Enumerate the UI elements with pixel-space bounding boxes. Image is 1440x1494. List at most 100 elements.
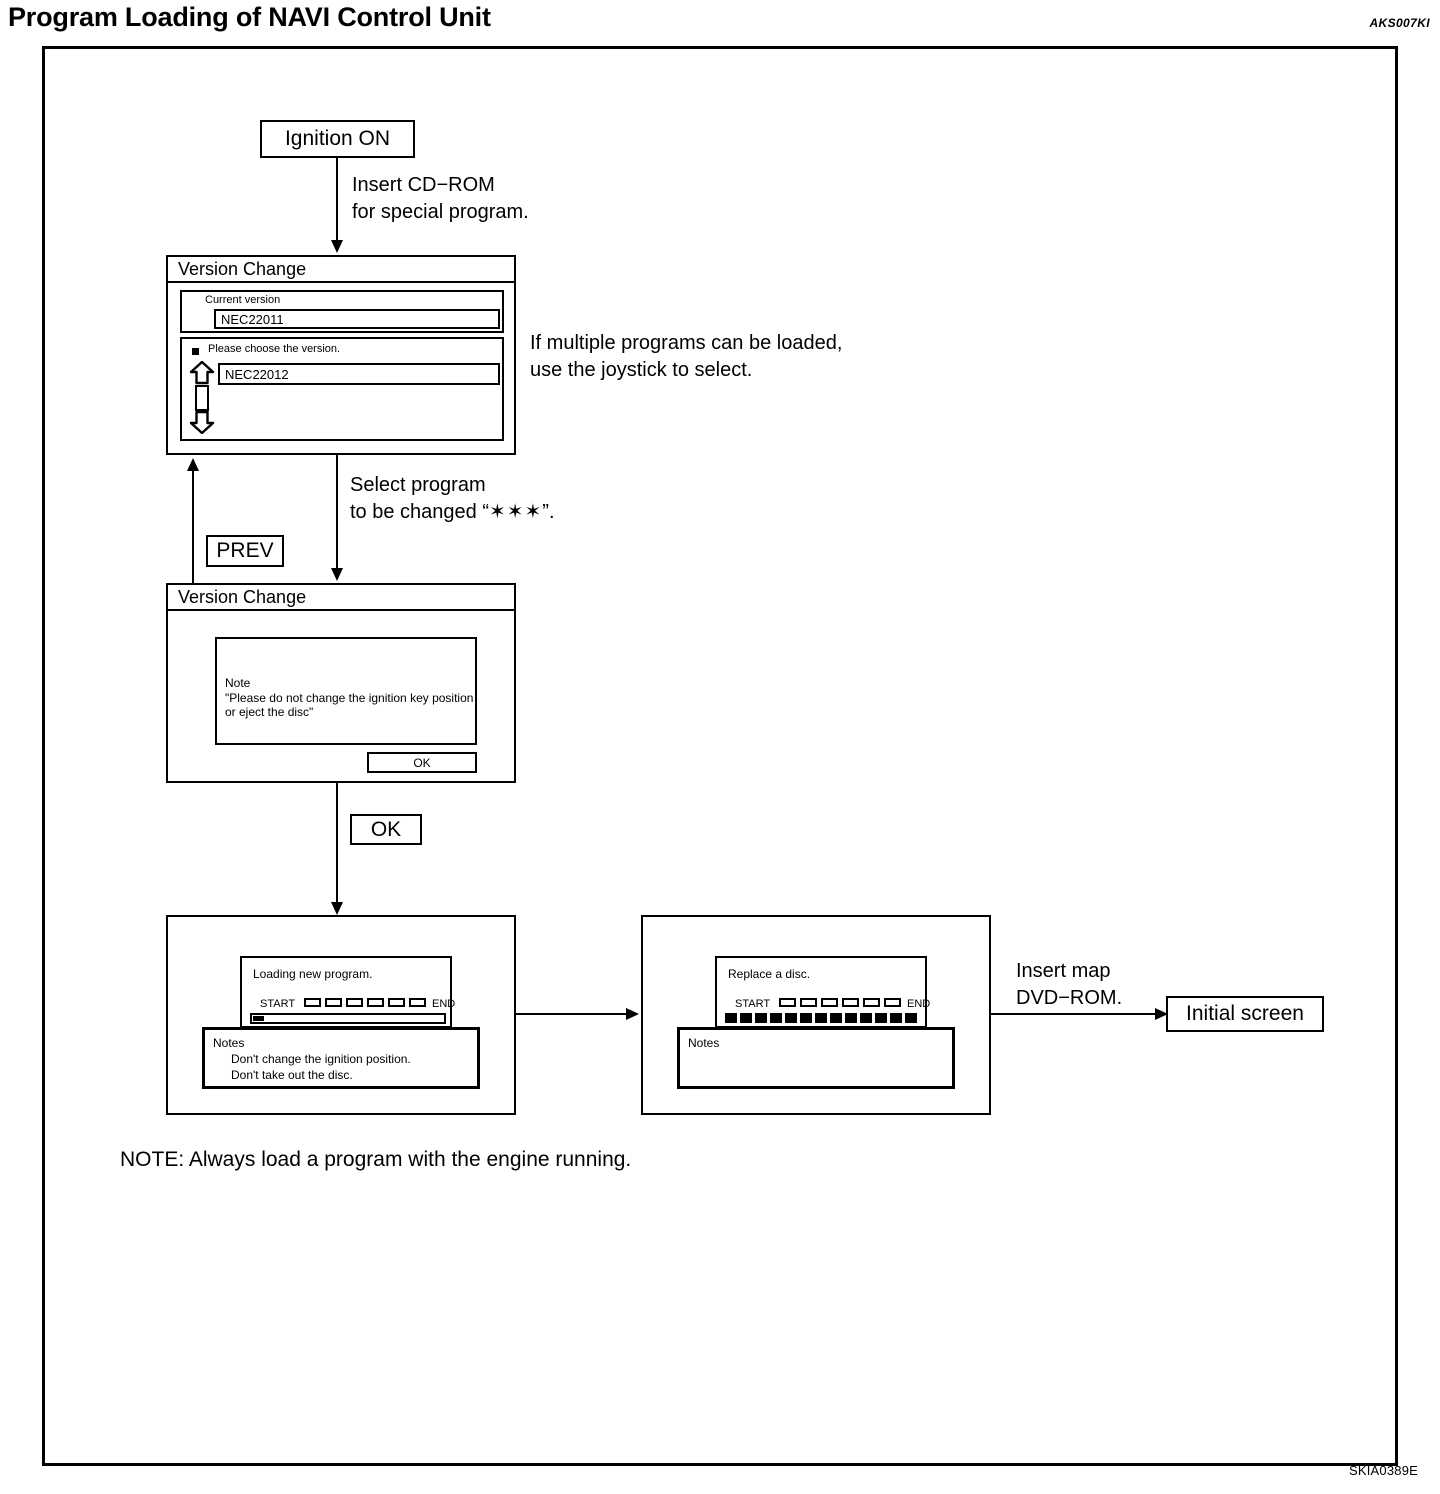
insert-map-line2: DVD−ROM. xyxy=(1016,987,1123,1009)
asterisk-placeholder: ✶✶✶ xyxy=(489,501,543,523)
segment xyxy=(779,998,796,1007)
replace-message-box: Replace a disc. START END xyxy=(715,956,931,1028)
version-dialog-1-titlebar: Version Change xyxy=(168,257,514,283)
page-title: Program Loading of NAVI Control Unit xyxy=(8,2,491,32)
loading-screen-panel: Loading new program. START END Notes Don… xyxy=(166,915,516,1115)
figure-code: SKIA0389E xyxy=(1348,1463,1418,1478)
loading-progress-bar xyxy=(250,1013,446,1024)
progress-cell xyxy=(845,1013,857,1023)
arrow-version1-to-version2 xyxy=(331,568,343,581)
dialog-ok-button[interactable]: OK xyxy=(367,752,477,773)
replace-notes-box: Notes xyxy=(677,1027,955,1089)
loading-start-label: START xyxy=(260,998,296,1010)
ignition-on-box: Ignition ON xyxy=(260,120,415,158)
progress-cell xyxy=(770,1013,782,1023)
version-change-dialog-1: Version Change Current version NEC22011 … xyxy=(166,255,516,455)
note-line1: "Please do not change the ignition key p… xyxy=(225,691,474,705)
progress-cell xyxy=(800,1013,812,1023)
insert-map-line1: Insert map xyxy=(1016,960,1111,982)
progress-cell xyxy=(905,1013,917,1023)
replace-end-label: END xyxy=(907,998,931,1010)
arrow-ignition-to-version1 xyxy=(331,240,343,253)
initial-screen-label: Initial screen xyxy=(1186,1002,1304,1025)
loading-notes-box: Notes Don't change the ignition position… xyxy=(202,1027,480,1089)
progress-cell xyxy=(815,1013,827,1023)
progress-cell xyxy=(875,1013,887,1023)
prev-return-arrow xyxy=(187,458,199,471)
progress-cell xyxy=(785,1013,797,1023)
select-program-line2-pre: to be changed “ xyxy=(350,501,489,523)
diagram-frame xyxy=(42,46,1398,1466)
segment xyxy=(863,998,880,1007)
segment xyxy=(346,998,363,1007)
progress-cell xyxy=(740,1013,752,1023)
progress-cell xyxy=(860,1013,872,1023)
initial-screen-box: Initial screen xyxy=(1166,996,1324,1032)
annotation-multiple-programs: If multiple programs can be loaded, use t… xyxy=(530,330,842,384)
connector-version1-to-version2 xyxy=(336,455,338,571)
current-version-group: Current version NEC22011 xyxy=(180,290,504,333)
version-choice-field[interactable]: NEC22012 xyxy=(218,363,500,385)
multiple-programs-line2: use the joystick to select. xyxy=(530,359,753,381)
arrow-loading-to-replace xyxy=(626,1008,639,1020)
ok-step-label: OK xyxy=(370,817,402,841)
segment xyxy=(388,998,405,1007)
progress-cell xyxy=(890,1013,902,1023)
connector-version2-to-loading xyxy=(336,783,338,905)
version-choice-value: NEC22012 xyxy=(225,366,289,382)
progress-cell xyxy=(830,1013,842,1023)
segment xyxy=(842,998,859,1007)
ignition-on-label: Ignition ON xyxy=(284,127,391,150)
current-version-label: Current version xyxy=(205,294,281,306)
segment xyxy=(409,998,426,1007)
bottom-note: NOTE: Always load a program with the eng… xyxy=(120,1148,632,1171)
current-version-field[interactable]: NEC22011 xyxy=(214,309,500,329)
choose-version-group: Please choose the version. NEC22012 xyxy=(180,337,504,441)
prev-button[interactable]: PREV xyxy=(206,535,284,567)
prev-return-vertical xyxy=(192,470,194,585)
loading-notes-line2: Don't take out the disc. xyxy=(231,1068,353,1082)
segment xyxy=(367,998,384,1007)
loading-progress-fill xyxy=(253,1016,264,1021)
segment xyxy=(821,998,838,1007)
scroll-down-arrow-icon[interactable] xyxy=(189,410,215,434)
version-dialog-1-title: Version Change xyxy=(178,258,307,279)
ok-step-button[interactable]: OK xyxy=(350,814,422,845)
connector-ignition-to-version1 xyxy=(336,158,338,244)
select-program-line2-post: ”. xyxy=(542,501,555,523)
progress-cell xyxy=(755,1013,767,1023)
loading-message: Loading new program. xyxy=(253,967,373,981)
note-label: Note xyxy=(225,676,251,690)
version-dialog-2-titlebar: Version Change xyxy=(168,585,514,611)
replace-notes-title: Notes xyxy=(688,1036,720,1050)
segment xyxy=(884,998,901,1007)
segment xyxy=(304,998,321,1007)
scroll-thumb[interactable] xyxy=(195,385,209,411)
loading-message-box: Loading new program. START END xyxy=(240,956,456,1028)
progress-cell xyxy=(725,1013,737,1023)
loading-end-label: END xyxy=(432,998,456,1010)
document-code: AKS007KI xyxy=(1369,16,1430,30)
multiple-programs-line1: If multiple programs can be loaded, xyxy=(530,332,843,354)
arrow-replace-to-initial xyxy=(1155,1008,1168,1020)
replace-disc-screen-panel: Replace a disc. START END xyxy=(641,915,991,1115)
scroll-up-arrow-icon[interactable] xyxy=(189,361,215,385)
dialog-ok-label: OK xyxy=(413,755,431,770)
choose-version-label: Please choose the version. xyxy=(208,343,341,355)
note-panel: Note "Please do not change the ignition … xyxy=(215,637,477,745)
replace-segment-row xyxy=(779,998,901,1007)
version-change-dialog-2: Version Change Note "Please do not chang… xyxy=(166,583,516,783)
prev-button-label: PREV xyxy=(216,539,274,562)
loading-segment-row xyxy=(304,998,426,1007)
arrow-version2-to-loading xyxy=(331,902,343,915)
replace-message: Replace a disc. xyxy=(728,967,811,981)
insert-cdrom-line2: for special program. xyxy=(352,201,529,223)
segment xyxy=(800,998,817,1007)
segment xyxy=(325,998,342,1007)
current-version-value: NEC22011 xyxy=(221,311,284,327)
replace-progress-bar xyxy=(725,1013,917,1023)
version-dialog-2-title: Version Change xyxy=(178,586,307,607)
